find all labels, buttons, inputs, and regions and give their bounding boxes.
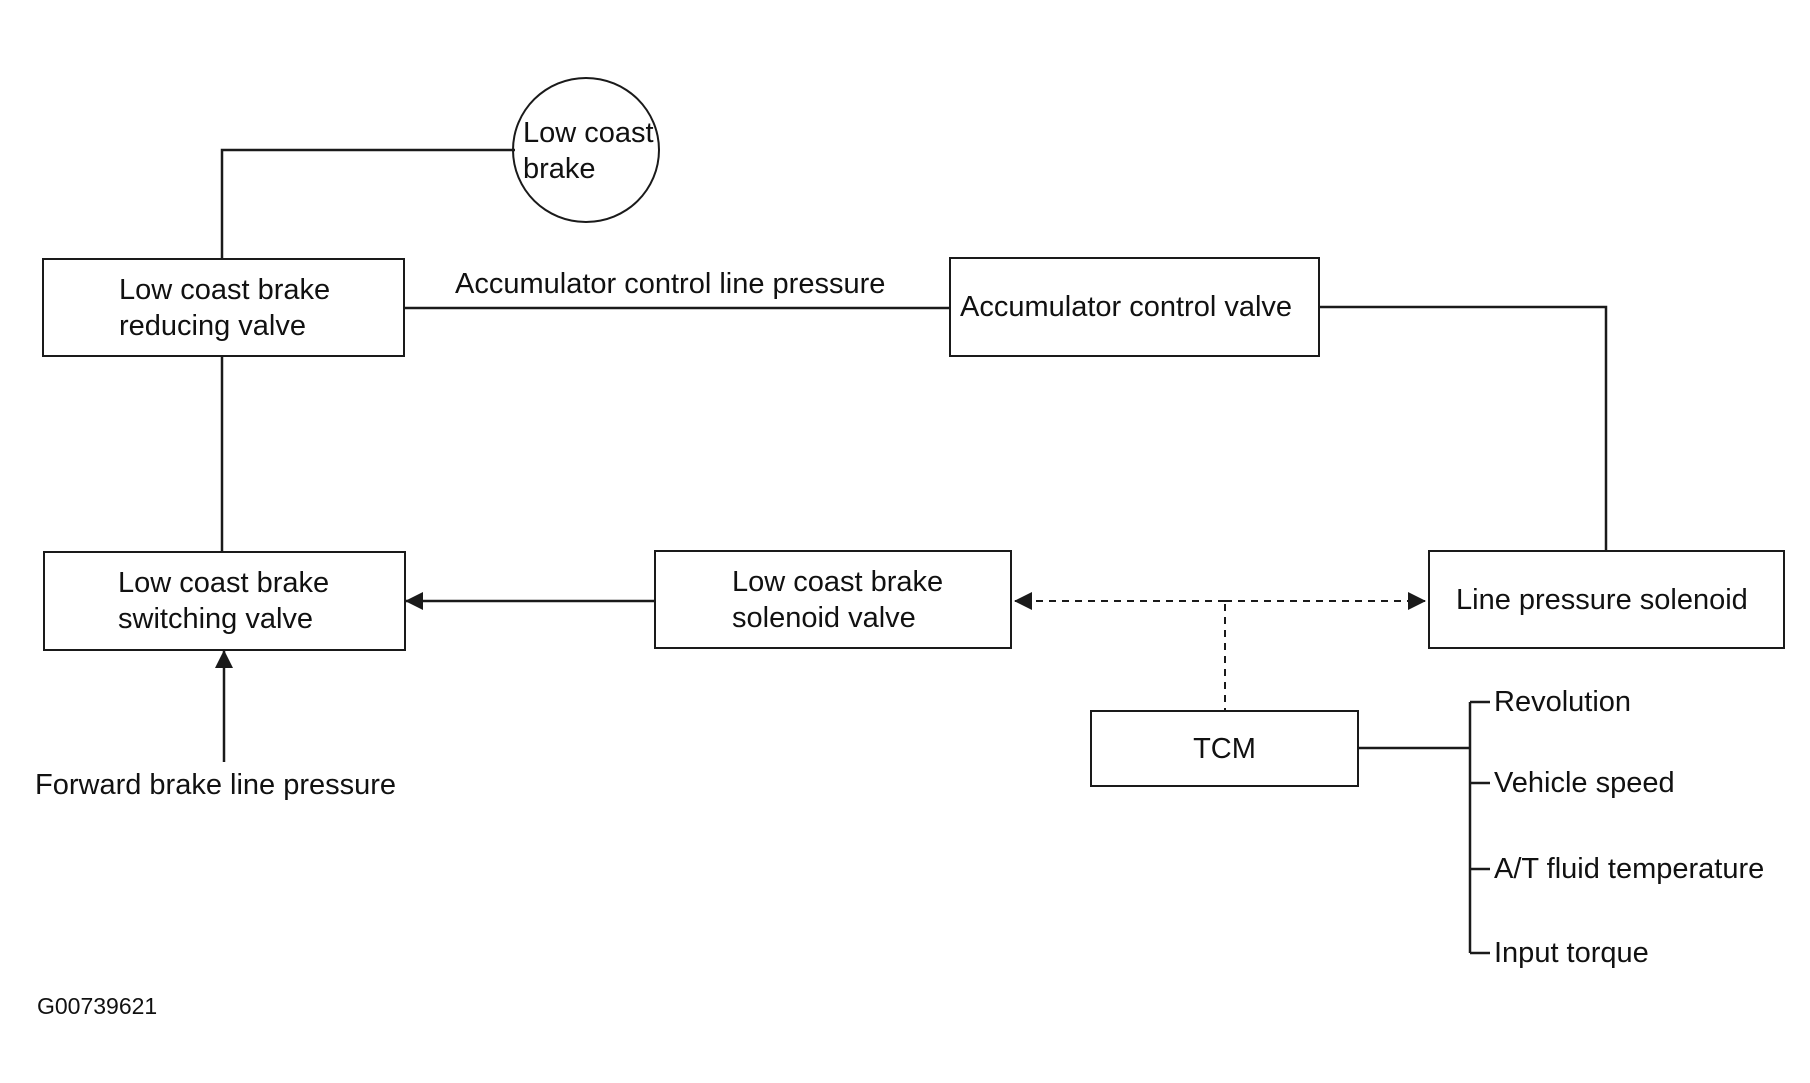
low-coast-brake-label: Low coast brake bbox=[523, 117, 654, 185]
forward-brake-line-pressure-label: Forward brake line pressure bbox=[35, 769, 397, 801]
low-coast-brake-node: Low coast brake bbox=[512, 77, 660, 223]
tcm-label: TCM bbox=[1193, 732, 1256, 765]
tcm-input-fluid-temperature: A/T fluid temperature bbox=[1494, 853, 1765, 885]
switching-valve-box: Low coast brake switching valve bbox=[43, 551, 406, 651]
tcm-input-revolution: Revolution bbox=[1494, 686, 1632, 718]
line-reducing-to-brake bbox=[220, 148, 515, 260]
tcm-input-torque: Input torque bbox=[1494, 937, 1649, 969]
solenoid-valve-label: Low coast brake solenoid valve bbox=[732, 565, 944, 634]
accumulator-control-valve-label: Accumulator control valve bbox=[960, 291, 1293, 323]
switching-valve-label: Low coast brake switching valve bbox=[118, 567, 330, 635]
accumulator-control-valve-box: Accumulator control valve bbox=[949, 257, 1320, 357]
figure-code: G00739621 bbox=[37, 993, 158, 1019]
line-accumulator-to-solenoid bbox=[1319, 305, 1608, 552]
tcm-box: TCM bbox=[1090, 710, 1359, 787]
reducing-valve-box: Low coast brake reducing valve bbox=[42, 258, 405, 357]
line-pressure-solenoid-label: Line pressure solenoid bbox=[1456, 583, 1748, 616]
tcm-input-vehicle-speed: Vehicle speed bbox=[1494, 767, 1675, 799]
line-pressure-solenoid-box: Line pressure solenoid bbox=[1428, 550, 1785, 649]
solenoid-valve-box: Low coast brake solenoid valve bbox=[654, 550, 1012, 649]
accumulator-control-line-pressure-label: Accumulator control line pressure bbox=[455, 268, 886, 300]
reducing-valve-label: Low coast brake reducing valve bbox=[119, 273, 331, 342]
